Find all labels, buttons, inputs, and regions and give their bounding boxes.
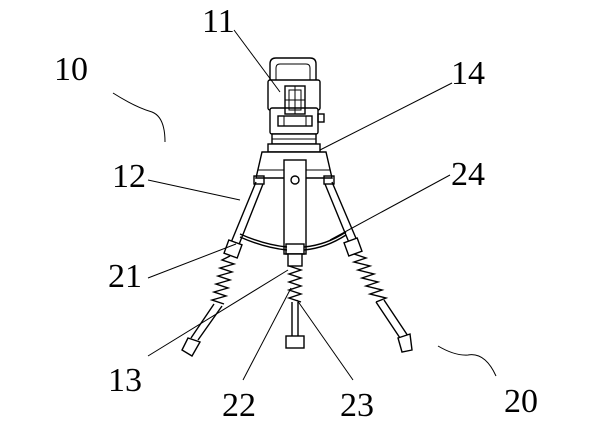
- left-leg: [181, 181, 264, 357]
- center-leg: [285, 253, 305, 349]
- label-14: 14: [451, 55, 485, 92]
- label-12: 12: [112, 158, 146, 195]
- label-20: 20: [504, 383, 538, 420]
- label-23: 23: [340, 387, 374, 424]
- label-21: 21: [108, 258, 142, 295]
- label-22: 22: [222, 387, 256, 424]
- label-13: 13: [108, 362, 142, 399]
- label-24: 24: [451, 156, 485, 193]
- right-leg: [324, 181, 413, 353]
- reference-numerals: 11 10 14 12 24 21 13 22 23 20: [54, 3, 538, 424]
- central-column: [283, 159, 307, 255]
- label-11: 11: [202, 3, 235, 40]
- support-brace: [239, 231, 347, 251]
- total-station-instrument: [267, 57, 325, 145]
- leader-lines: [112, 29, 497, 381]
- label-10: 10: [54, 51, 88, 88]
